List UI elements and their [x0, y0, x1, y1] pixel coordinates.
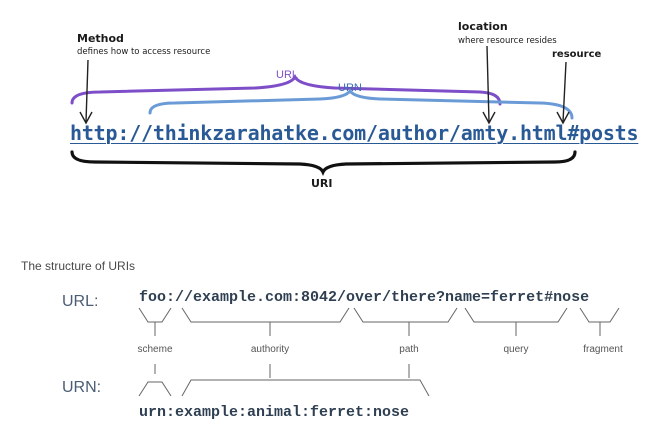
part-scheme: scheme	[137, 344, 173, 355]
urn-label: URN	[338, 82, 362, 94]
scheme-bracket	[138, 307, 172, 323]
path-bracket	[353, 307, 458, 323]
part-authority: authority	[250, 344, 290, 355]
query-bracket	[464, 307, 568, 323]
urn-nss-bracket	[181, 379, 430, 397]
uri-anatomy-diagram	[70, 45, 577, 177]
urn-scheme-bracket	[138, 381, 172, 397]
url-side-label: URL:	[62, 293, 99, 310]
resource-arrow	[556, 61, 570, 125]
uri-brace	[70, 150, 577, 177]
resource-label: resource	[552, 49, 602, 60]
method-description: defines how to access resource	[77, 47, 211, 57]
part-query: query	[503, 344, 529, 355]
location-description: where resource resides	[458, 36, 557, 46]
structure-caption: The structure of URIs	[21, 259, 136, 273]
method-title: Method	[77, 32, 124, 45]
fragment-bracket	[579, 307, 620, 323]
uri-example-link: http://thinkzarahatke.com/author/amty.ht…	[70, 121, 639, 145]
method-arrow	[79, 59, 93, 125]
part-fragment: fragment	[583, 344, 623, 355]
url-example: foo://example.com:8042/over/there?name=f…	[139, 289, 590, 306]
url-label: URL	[276, 69, 299, 81]
authority-bracket	[181, 307, 350, 323]
part-path: path	[399, 344, 419, 355]
uri-label: URI	[311, 177, 333, 190]
urn-example: urn:example:animal:ferret:nose	[139, 404, 410, 421]
url-structure-brackets	[138, 307, 620, 397]
location-title: location	[458, 20, 508, 33]
location-arrow	[482, 45, 496, 125]
urn-side-label: URN:	[62, 379, 102, 396]
urn-brace	[148, 88, 574, 120]
